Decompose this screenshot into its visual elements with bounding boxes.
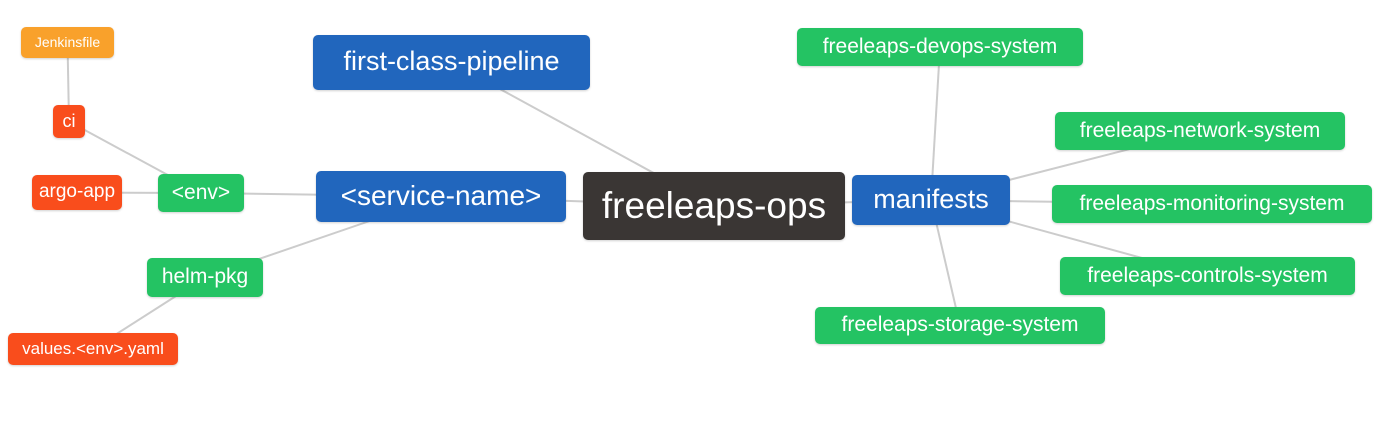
node-label: manifests [873,183,989,214]
node-env[interactable]: <env> [158,174,244,212]
edge-manifests-devops-system [930,46,941,201]
node-label: freeleaps-storage-system [841,313,1079,336]
node-monitoring-system[interactable]: freeleaps-monitoring-system [1052,185,1372,223]
node-label: <env> [171,180,231,204]
node-label: argo-app [38,181,116,202]
node-ci[interactable]: ci [53,105,85,138]
node-label: helm-pkg [161,265,249,288]
node-label: freeleaps-controls-system [1087,263,1328,287]
node-storage-system[interactable]: freeleaps-storage-system [815,307,1105,344]
node-values-env-yaml[interactable]: values.<env>.yaml [8,333,178,365]
node-jenkinsfile[interactable]: Jenkinsfile [21,27,114,58]
node-first-class-pipeline[interactable]: first-class-pipeline [313,35,590,90]
node-label: values.<env>.yaml [22,338,164,358]
node-controls-system[interactable]: freeleaps-controls-system [1060,257,1355,295]
node-argo-app[interactable]: argo-app [32,175,122,210]
node-freeleaps-ops[interactable]: freeleaps-ops [583,172,845,240]
node-devops-system[interactable]: freeleaps-devops-system [797,28,1083,66]
node-label: freeleaps-monitoring-system [1079,191,1345,215]
node-label: Jenkinsfile [34,33,101,50]
node-service-name[interactable]: <service-name> [316,171,566,222]
node-network-system[interactable]: freeleaps-network-system [1055,112,1345,150]
node-label: first-class-pipeline [343,46,560,76]
node-label: freeleaps-network-system [1079,118,1321,142]
node-label: freeleaps-ops [601,184,827,226]
node-label: ci [62,110,76,131]
node-helm-pkg[interactable]: helm-pkg [147,258,263,297]
node-label: freeleaps-devops-system [822,34,1058,58]
node-label: <service-name> [340,179,542,211]
node-manifests[interactable]: manifests [852,175,1010,225]
